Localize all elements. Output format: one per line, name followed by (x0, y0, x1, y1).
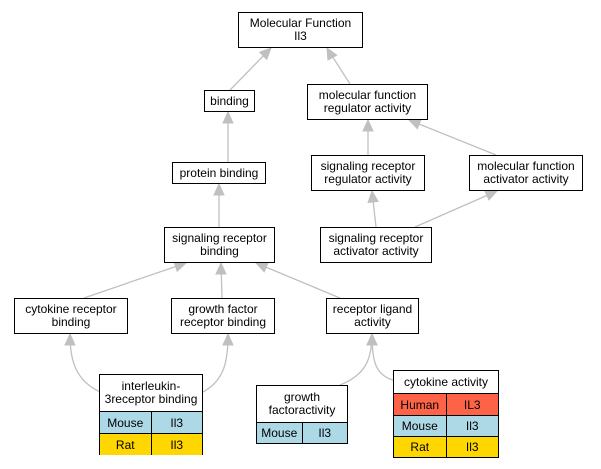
edge-gfa-to-rlig (339, 333, 373, 386)
arrowhead-2 (222, 110, 234, 124)
species-cell: Rat (100, 434, 151, 455)
species-cell: Mouse (394, 416, 446, 436)
arrowhead-5 (213, 182, 225, 196)
species-cell: Mouse (257, 423, 302, 443)
table-row: Rat Il3 (394, 437, 498, 457)
gene-cell: Il3 (445, 416, 498, 436)
gene-cell: Il3 (445, 437, 498, 457)
gene-cell: Il3 (150, 434, 202, 455)
edge-rlig-to-srbind (255, 262, 341, 299)
table-title: growth factoractivity (257, 386, 347, 423)
arrowhead-0 (258, 47, 272, 61)
table-row: Mouse Il3 (257, 423, 347, 443)
arrowhead-6 (367, 189, 379, 204)
arrowhead-11 (64, 332, 76, 346)
arrowhead-1 (326, 46, 338, 61)
gene-cell: IL3 (445, 394, 498, 415)
table-title: cytokine activity (394, 371, 498, 394)
node-protein-binding[interactable]: protein binding (172, 162, 266, 184)
table-row: Mouse Il3 (100, 412, 202, 434)
table-row: Human IL3 (394, 394, 498, 416)
node-cytokine-activity[interactable]: cytokine activity Human IL3 Mouse Il3 Ra… (393, 370, 499, 458)
table-row: Mouse Il3 (394, 416, 498, 437)
table-title: interleukin-3receptor binding (100, 375, 202, 412)
arrowhead-3 (362, 118, 374, 132)
gene-cell: Il3 (301, 423, 347, 443)
edge-mfact-to-mfreg (408, 119, 497, 156)
gene-cell: Il3 (150, 412, 202, 433)
node-growth-factor-activity[interactable]: growth factoractivity Mouse Il3 (256, 385, 348, 444)
node-interleukin-3-receptor-binding[interactable]: interleukin-3receptor binding Mouse Il3 … (99, 374, 203, 455)
arrowhead-12 (222, 332, 234, 346)
arrowhead-10 (254, 262, 269, 273)
arrowhead-8 (173, 261, 188, 273)
species-cell: Human (394, 394, 446, 415)
node-binding[interactable]: binding (204, 90, 255, 112)
edge-cytrec-to-srbind (83, 262, 187, 299)
species-cell: Rat (394, 437, 446, 457)
arrowhead-9 (215, 261, 227, 275)
table-row: Rat Il3 (100, 434, 202, 455)
arrowhead-14 (366, 332, 378, 346)
edge-sract-to-mfact (414, 190, 498, 228)
species-cell: Mouse (100, 412, 151, 433)
arrowhead-4 (407, 118, 422, 130)
arrowhead-7 (484, 190, 499, 201)
